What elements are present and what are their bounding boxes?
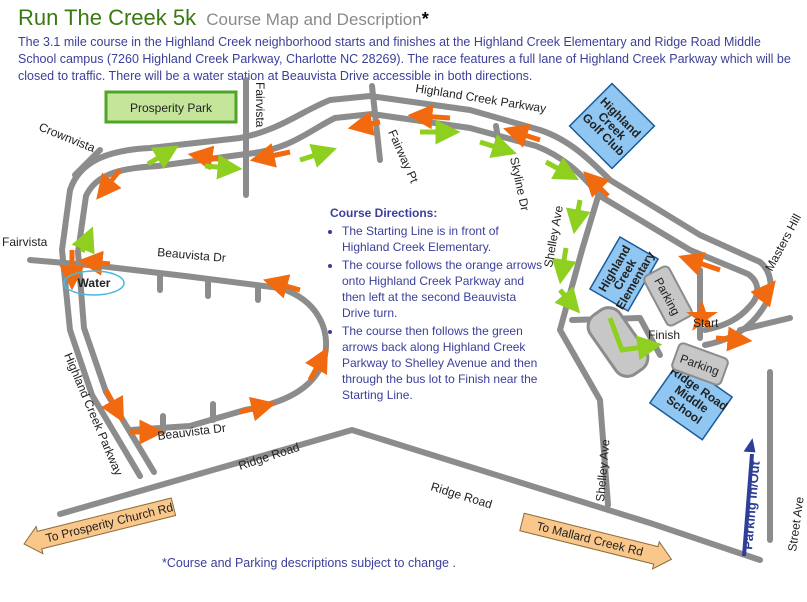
green-course-arrows	[71, 119, 663, 361]
page-subtitle: Course Map and Description	[206, 10, 422, 29]
svg-text:To Prosperity Church Rd: To Prosperity Church Rd	[44, 500, 174, 545]
header: Run The Creek 5k Course Map and Descript…	[18, 4, 798, 85]
street-label-shelley-bottom: Shelley Ave	[593, 438, 612, 502]
street-label-fairvista-left: Fairvista	[2, 235, 48, 249]
footnote: *Course and Parking descriptions subject…	[162, 556, 456, 570]
parking-lot-1: Parking	[643, 265, 693, 327]
street-label-crownvista: Crownvista	[37, 120, 98, 155]
street-label-ridge-left: Ridge Road	[237, 440, 302, 473]
prosperity-park: Prosperity Park	[104, 90, 238, 124]
directions-item: The course follows the orange arrows ont…	[342, 257, 545, 321]
title-line: Run The Creek 5k Course Map and Descript…	[18, 4, 798, 34]
directions-list: The Starting Line is in front of Highlan…	[330, 223, 545, 403]
page-title: Run The Creek 5k	[18, 5, 197, 30]
street-label-beauvista-top: Beauvista Dr	[157, 245, 227, 265]
title-asterisk: *	[421, 9, 429, 29]
directions-item: The course then follows the green arrows…	[342, 323, 545, 403]
street-label-masters-hill: Masters Hill	[762, 211, 804, 273]
directions-item: The Starting Line is in front of Highlan…	[342, 223, 545, 255]
intro-text: The 3.1 mile course in the Highland Cree…	[18, 35, 791, 83]
parking-in-out-arrow: Parking In/Out	[740, 438, 763, 557]
street-label-fairway-pt: Fairway Pt	[385, 128, 421, 186]
street-label-ridge-right: Ridge Road	[429, 479, 494, 511]
exit-arrow-mallard-creek: To Mallard Creek Rd	[519, 512, 673, 570]
start-star-icon: Start	[686, 300, 719, 331]
parking-lot-2: Parking	[671, 342, 729, 386]
street-label-fairvista-top: Fairvista	[253, 82, 267, 128]
golf-club: Highland Creek Golf Club	[568, 82, 656, 170]
water-station: Water	[63, 270, 125, 296]
street-label-beauvista-bottom: Beauvista Dr	[157, 421, 227, 443]
parking-in-out-label: Parking In/Out	[740, 460, 763, 550]
course-directions: Course Directions: The Starting Line is …	[330, 205, 545, 405]
water-label: Water	[78, 276, 111, 290]
start-label: Start	[693, 316, 719, 330]
street-label-street-ave: Street Ave	[785, 496, 807, 553]
directions-title: Course Directions:	[330, 206, 438, 220]
street-label-skyline: Skyline Dr	[507, 156, 532, 212]
prosperity-park-label: Prosperity Park	[130, 101, 213, 115]
finish-label: Finish	[648, 328, 680, 342]
ridge-road	[57, 427, 763, 563]
